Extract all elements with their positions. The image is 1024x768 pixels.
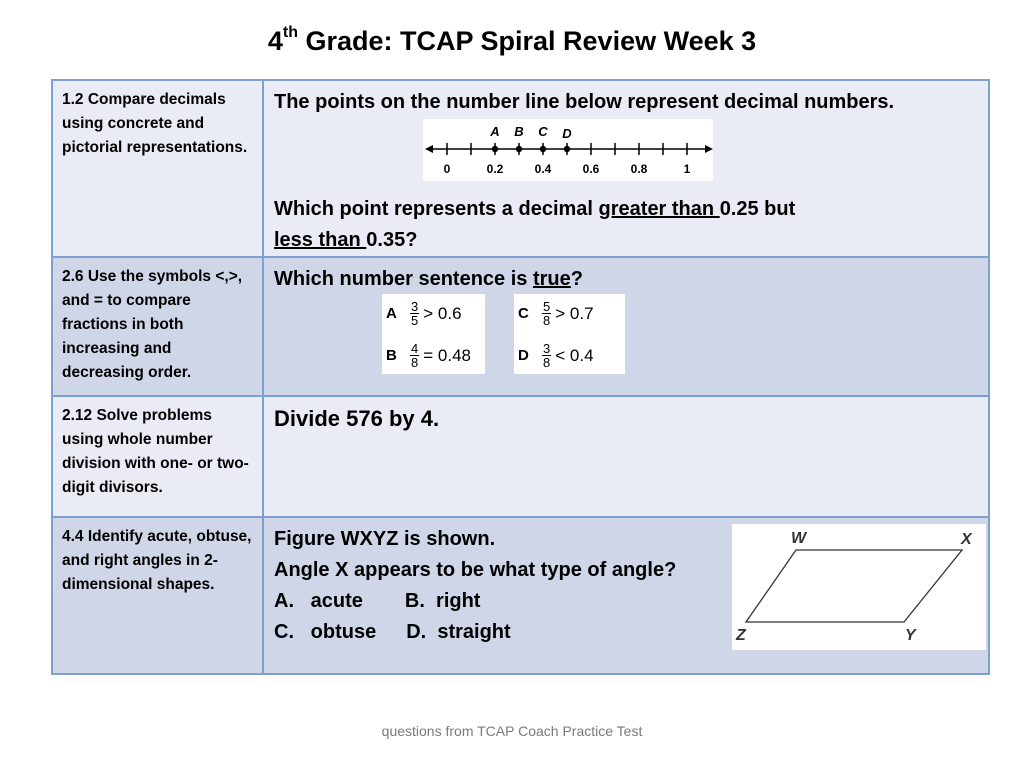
table-row: 1.2 Compare decimals using concrete and … xyxy=(51,79,990,258)
point-label: B xyxy=(514,124,523,139)
vertex-label: Z xyxy=(735,627,747,644)
title-superscript: th xyxy=(282,24,298,41)
question-text: Divide 576 by 4. xyxy=(274,406,440,431)
footer-note: questions from TCAP Coach Practice Test xyxy=(381,723,643,739)
vertex-label: X xyxy=(960,531,973,548)
tick-label: 0.6 xyxy=(583,162,600,176)
point-label: C xyxy=(538,124,548,139)
point-label: A xyxy=(489,124,499,139)
tick-label: 1 xyxy=(684,162,691,176)
question-intro: Figure WXYZ is shown. xyxy=(274,528,496,550)
question-text: Which number sentence is true? xyxy=(274,268,583,290)
standard-cell: 2.6 Use the symbols <,>, and = to compar… xyxy=(51,256,264,397)
tick-label: 0 xyxy=(444,162,451,176)
table-row: 2.6 Use the symbols <,>, and = to compar… xyxy=(51,256,990,397)
point-label: D xyxy=(562,126,572,141)
vertex-label: Y xyxy=(905,627,917,644)
table-row: 4.4 Identify acute, obtuse, and right an… xyxy=(51,516,990,675)
standard-cell: 1.2 Compare decimals using concrete and … xyxy=(51,79,264,258)
question-cell: Divide 576 by 4. xyxy=(262,395,990,518)
parallelogram-figure: W X Y Z xyxy=(732,524,986,650)
page-title: 4th Grade: TCAP Spiral Review Week 3 xyxy=(267,24,757,56)
question-text: Angle X appears to be what type of angle… xyxy=(274,559,677,581)
standard-cell: 4.4 Identify acute, obtuse, and right an… xyxy=(51,516,264,675)
review-table: 1.2 Compare decimals using concrete and … xyxy=(51,79,990,675)
question-intro: The points on the number line below repr… xyxy=(274,91,895,113)
number-line-figure: A B C D 0 0.2 0.4 0.6 0.8 1 xyxy=(423,119,713,181)
table-row: 2.12 Solve problems using whole number d… xyxy=(51,395,990,518)
standard-cell: 2.12 Solve problems using whole number d… xyxy=(51,395,264,518)
question-cell: The points on the number line below repr… xyxy=(262,79,990,258)
tick-label: 0.8 xyxy=(631,162,648,176)
tick-label: 0.4 xyxy=(535,162,552,176)
question-text: Which point represents a decimal greater… xyxy=(274,198,796,251)
vertex-label: W xyxy=(791,530,808,547)
tick-label: 0.2 xyxy=(487,162,504,176)
question-cell: Figure WXYZ is shown. Angle X appears to… xyxy=(262,516,990,675)
